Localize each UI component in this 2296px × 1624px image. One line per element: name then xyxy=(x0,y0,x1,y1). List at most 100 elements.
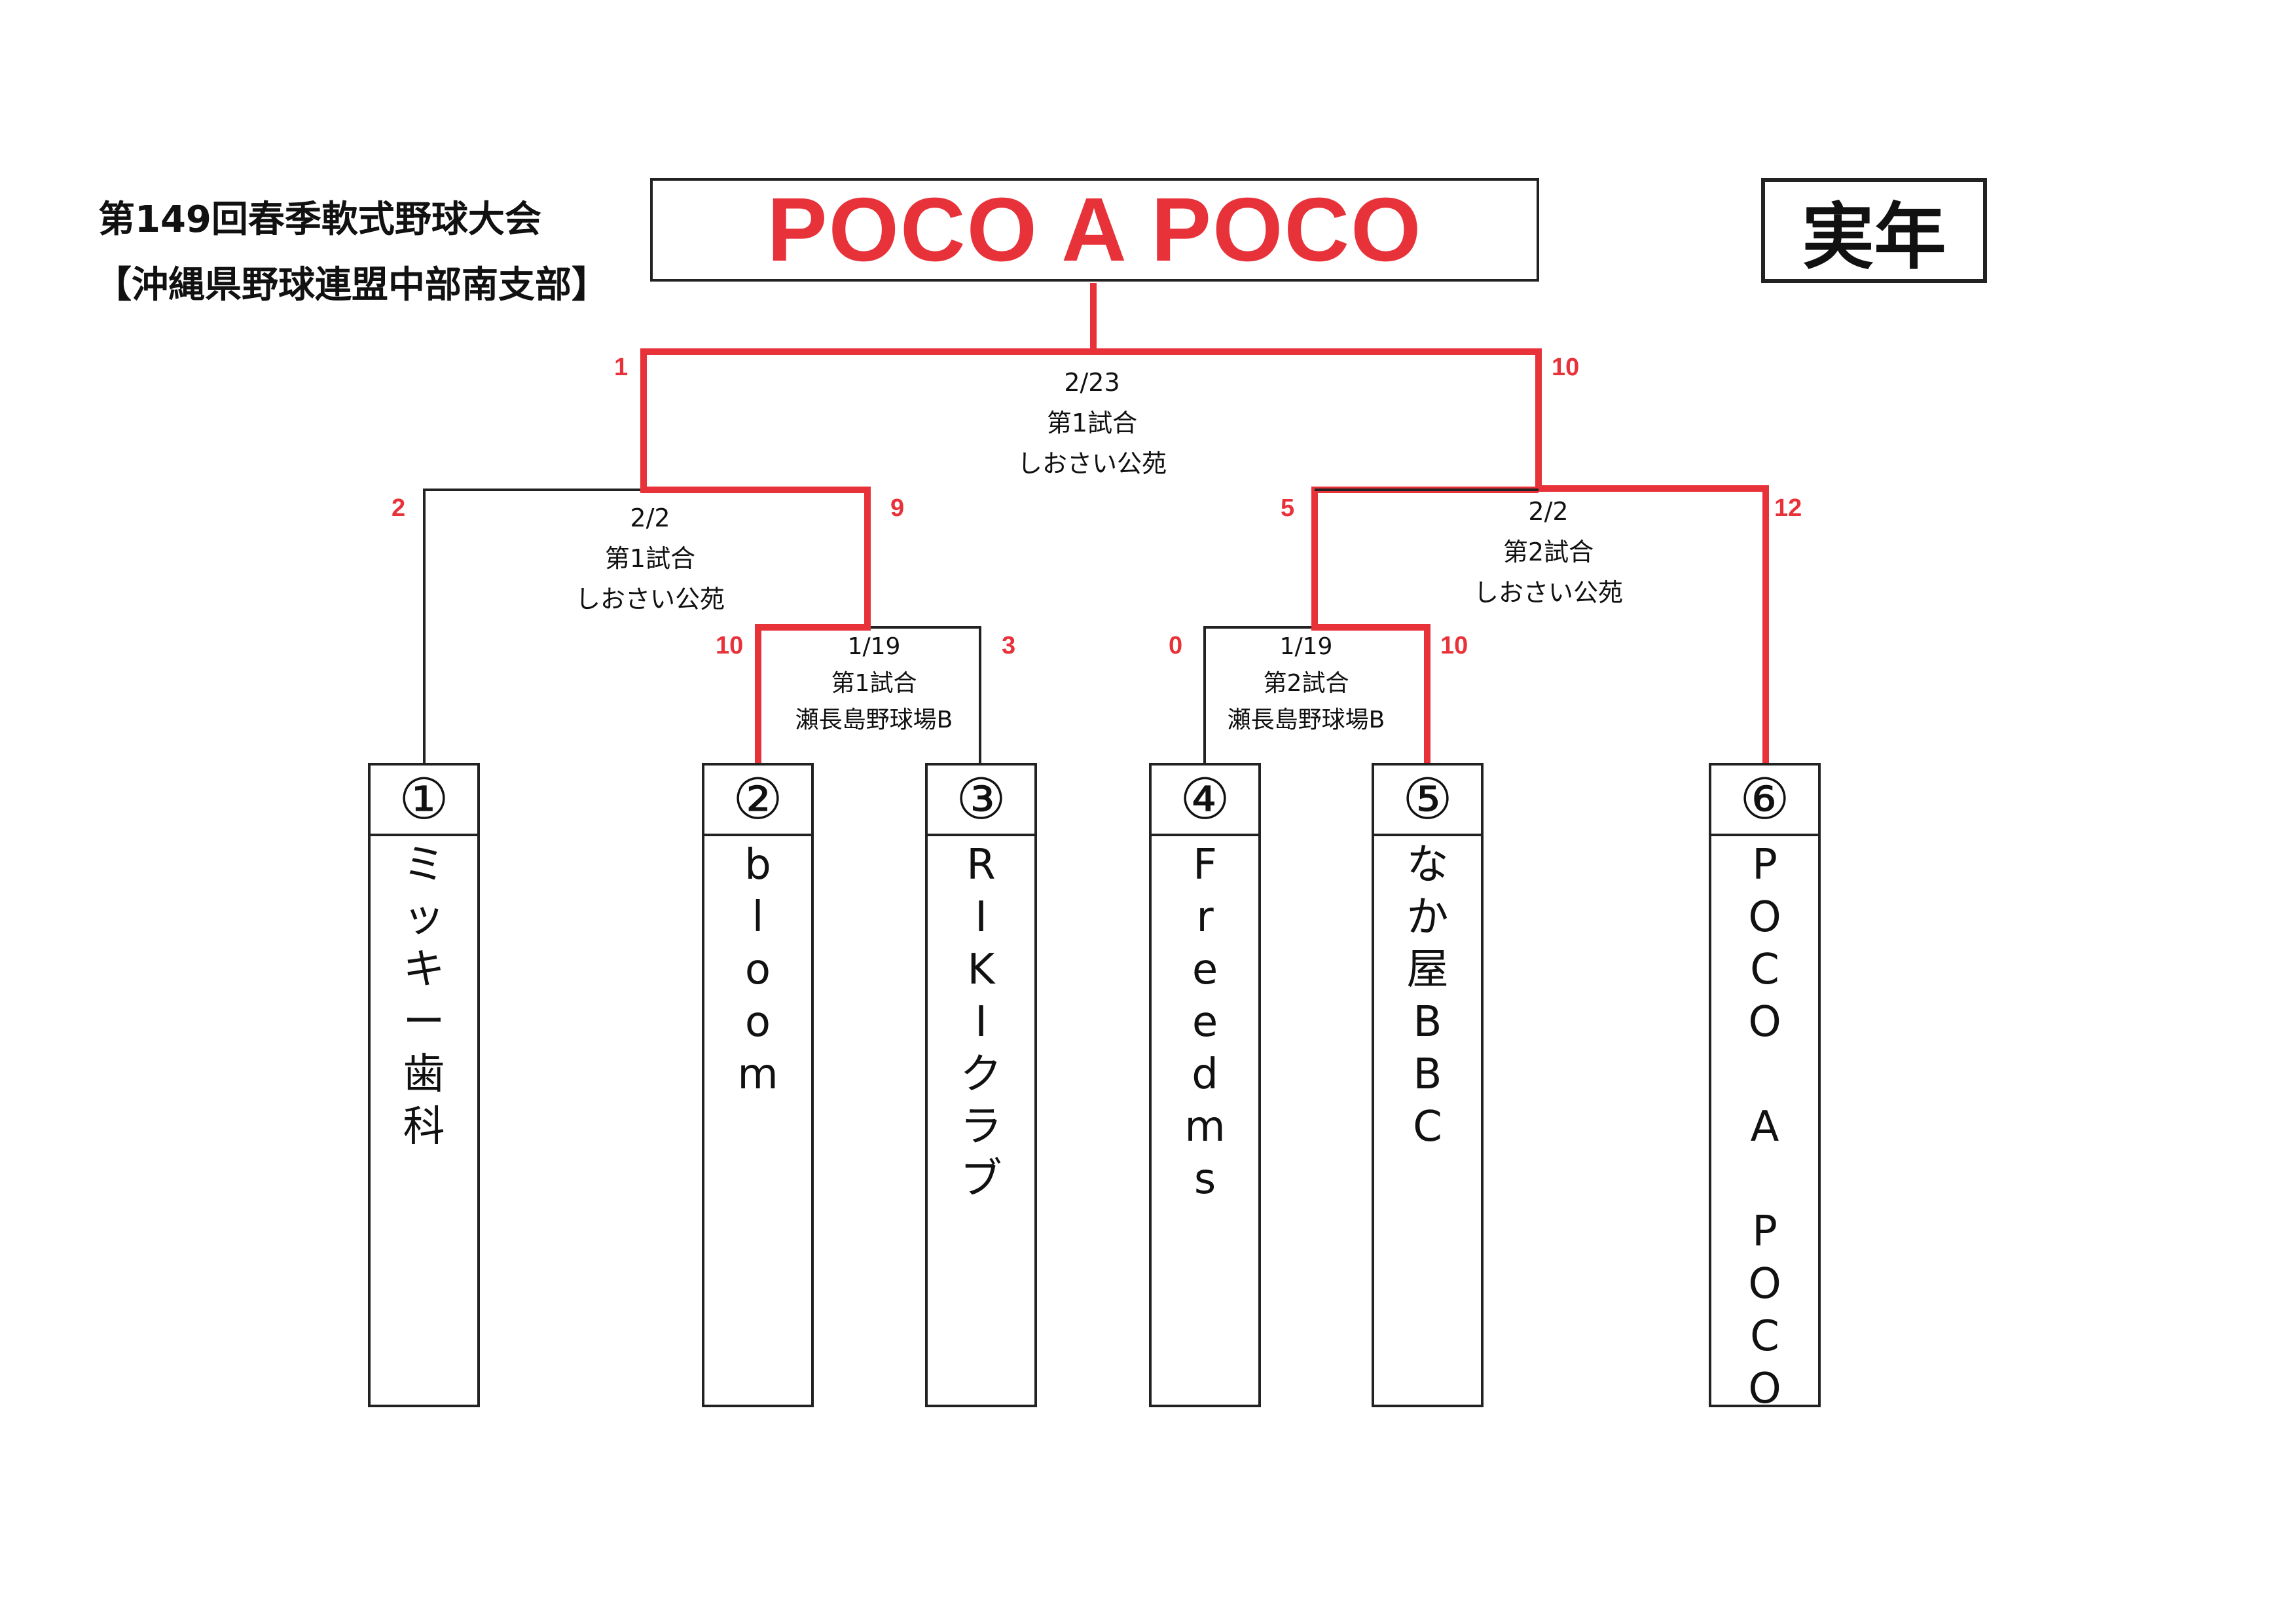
team-box-2: ② b l o o m xyxy=(702,763,814,1407)
team-name-char: ー xyxy=(403,998,445,1046)
team-name-char: か xyxy=(1406,893,1449,942)
team-name-char: O xyxy=(1748,1365,1781,1413)
match-game: 第1試合 xyxy=(1046,409,1138,437)
bracket-winner-lines xyxy=(640,283,1769,763)
match-game: 第1試合 xyxy=(831,670,917,697)
category-label: 実年 xyxy=(1802,195,1946,279)
score-r1-right-right: 10 xyxy=(1440,632,1468,659)
team-name-char: b xyxy=(744,841,771,889)
team-name: b l o o m xyxy=(704,839,811,1101)
team-name-char: o xyxy=(744,998,771,1046)
team-box-1: ① ミ ッ キ ー 歯 科 xyxy=(368,763,480,1407)
match-venue: 瀬長島野球場B xyxy=(795,707,953,733)
score-final-left: 1 xyxy=(614,354,629,381)
score-r2-left-right: 9 xyxy=(890,494,905,522)
score-r1-left-left: 10 xyxy=(716,632,744,659)
team-name-char: O xyxy=(1748,893,1781,942)
score-r2-left-left: 2 xyxy=(392,494,406,522)
team-name-char: R xyxy=(966,841,996,889)
match-date: 2/2 xyxy=(1528,497,1569,526)
team-box-4: ④ F r e e d m s xyxy=(1149,763,1261,1407)
team-name-char: I xyxy=(975,893,987,942)
team-name-char: I xyxy=(975,998,987,1046)
score-r1-left-right: 3 xyxy=(1002,632,1016,659)
team-name-char: e xyxy=(1192,998,1218,1046)
match-info-final: 2/23 第1試合 しおさい公苑 xyxy=(1017,362,1167,484)
team-seed: ③ xyxy=(928,766,1034,836)
match-venue: しおさい公苑 xyxy=(1473,578,1624,607)
team-name-char: l xyxy=(752,893,764,942)
tournament-title: 第149回春季軟式野球大会 xyxy=(98,198,541,241)
match-info-r1-left: 1/19 第1試合 瀬長島野球場B xyxy=(795,629,953,739)
team-seed: ⑤ xyxy=(1374,766,1481,836)
team-name-char: C xyxy=(1413,1103,1442,1151)
team-seed: ① xyxy=(371,766,477,836)
team-name-char: B xyxy=(1413,998,1442,1046)
match-venue: しおさい公苑 xyxy=(575,585,725,614)
match-game: 第2試合 xyxy=(1503,538,1594,566)
line-r2-left-loser xyxy=(423,489,644,763)
team-name-char: K xyxy=(967,946,995,994)
team-name-char: m xyxy=(1184,1103,1226,1151)
match-date: 2/23 xyxy=(1064,368,1120,397)
match-date: 1/19 xyxy=(847,633,901,660)
match-info-r2-left: 2/2 第1試合 しおさい公苑 xyxy=(575,498,725,619)
team-name-char: C xyxy=(1750,1312,1779,1361)
team-box-6: ⑥ P O C O A P O C O xyxy=(1709,763,1821,1413)
team-name-char: ミ xyxy=(403,841,445,889)
organizer-label: 【沖縄県野球連盟中部南支部】 xyxy=(95,264,608,306)
team-name-char: 屋 xyxy=(1406,946,1449,994)
team-seed: ② xyxy=(704,766,811,836)
champion-box: POCO A POCO xyxy=(650,178,1539,282)
score-final-right: 10 xyxy=(1552,354,1580,381)
team-name-char: ッ xyxy=(403,893,445,942)
team-name-char: e xyxy=(1192,946,1218,994)
team-name-char: O xyxy=(1748,998,1781,1046)
champion-name: POCO A POCO xyxy=(767,179,1423,280)
match-venue: しおさい公苑 xyxy=(1017,449,1167,478)
team-name: ミ ッ キ ー 歯 科 xyxy=(371,839,477,1153)
team-name-char: P xyxy=(1752,1208,1777,1256)
score-r2-right-left: 5 xyxy=(1281,494,1295,522)
team-name-char: d xyxy=(1192,1050,1218,1099)
team-seed: ④ xyxy=(1152,766,1258,836)
match-game: 第2試合 xyxy=(1263,670,1349,697)
team-name-char: r xyxy=(1196,893,1214,942)
line-team6-path xyxy=(1539,485,1769,763)
team-name-char: o xyxy=(744,946,771,994)
team-name: F r e e d m s xyxy=(1152,839,1258,1206)
team-name-char: C xyxy=(1750,946,1779,994)
team-name-char: ブ xyxy=(960,1155,1002,1204)
team-name: P O C O A P O C O xyxy=(1711,839,1818,1415)
team-name-char: ラ xyxy=(960,1103,1002,1151)
team-name: な か 屋 B B C xyxy=(1374,839,1481,1153)
team-name-char: F xyxy=(1193,841,1217,889)
line-team2-path xyxy=(640,348,1093,763)
team-box-3: ③ R I K I ク ラ ブ xyxy=(925,763,1037,1407)
match-date: 1/19 xyxy=(1279,633,1333,660)
team-name-char: A xyxy=(1750,1103,1779,1151)
team-name-char: キ xyxy=(403,946,445,994)
team-box-5: ⑤ な か 屋 B B C xyxy=(1372,763,1484,1407)
team-name-char: s xyxy=(1194,1155,1216,1204)
team-name-char: P xyxy=(1752,841,1777,889)
match-date: 2/2 xyxy=(630,504,670,532)
score-r1-right-left: 0 xyxy=(1169,632,1183,659)
match-venue: 瀬長島野球場B xyxy=(1227,707,1385,733)
match-info-r1-right: 1/19 第2試合 瀬長島野球場B xyxy=(1228,629,1385,739)
team-name-char: 科 xyxy=(403,1103,445,1151)
line-champion-stem xyxy=(1090,283,1542,489)
score-r2-right-right: 12 xyxy=(1774,494,1802,522)
team-name-char: O xyxy=(1748,1260,1781,1308)
team-name-char: 歯 xyxy=(403,1050,445,1099)
team-name-char: B xyxy=(1413,1050,1442,1099)
line-r1-right-loser xyxy=(1203,626,1315,763)
match-info-r2-right: 2/2 第2試合 しおさい公苑 xyxy=(1474,491,1623,613)
team-name: R I K I ク ラ ブ xyxy=(928,839,1034,1206)
team-name-char: ク xyxy=(960,1050,1002,1099)
match-game: 第1試合 xyxy=(604,544,696,573)
category-box: 実年 xyxy=(1761,178,1987,283)
team-name-char: な xyxy=(1406,841,1449,889)
team-seed: ⑥ xyxy=(1711,766,1818,836)
